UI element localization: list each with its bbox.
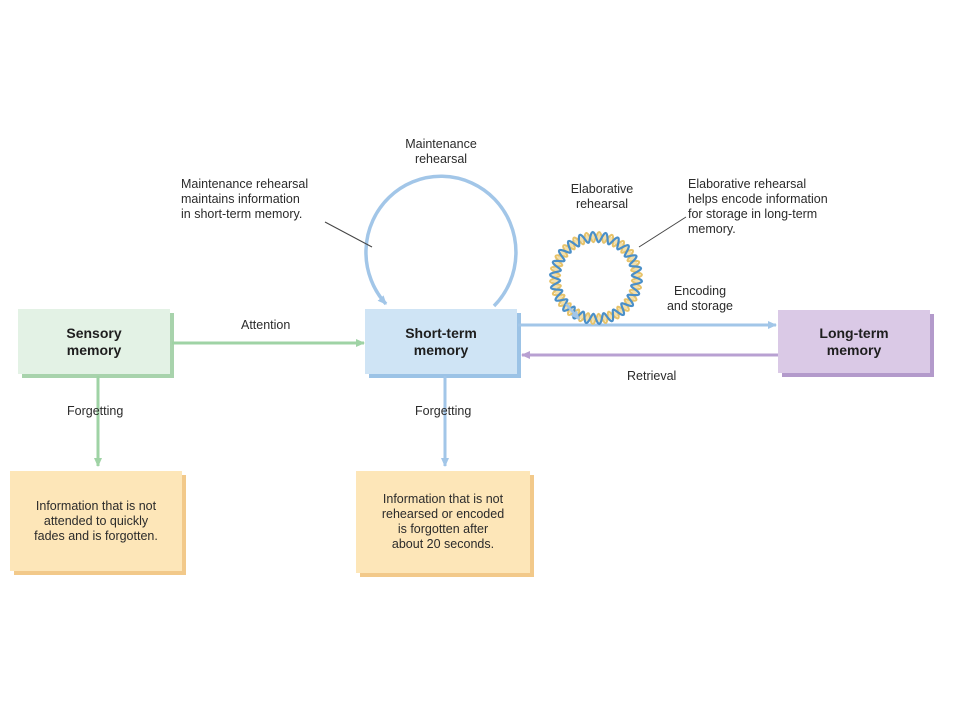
maintenance-note-line-2: maintains information — [181, 192, 300, 206]
elaborative-label-line-1: Elaborative — [570, 182, 634, 196]
retrieval-label: Retrieval — [627, 369, 677, 383]
maintenance-note-line-1: Maintenance rehearsal — [181, 177, 309, 191]
elaborative-inflow-arrow — [565, 303, 580, 320]
maintenance-label-line-2: rehearsal — [414, 152, 468, 166]
elaborative-leader-line — [638, 216, 687, 248]
long-term-memory-box: Long-term memory — [778, 310, 930, 373]
sensory-memory-title-2: memory — [66, 341, 122, 358]
forgetting-stm-label: Forgetting — [415, 404, 472, 418]
maintenance-note-line-3: in short-term memory. — [181, 207, 303, 221]
encoding-label-line-2: and storage — [666, 299, 734, 313]
encoding-label: Encoding and storage — [652, 284, 748, 314]
stm-outcome-line-4: about 20 seconds. — [391, 537, 495, 551]
sensory-memory-box: Sensory memory — [18, 309, 170, 374]
long-term-memory-title-2: memory — [826, 341, 882, 358]
maintenance-leader-line — [324, 221, 373, 248]
sensory-memory-title-1: Sensory — [66, 324, 122, 341]
elaborative-helix-ring — [548, 230, 644, 326]
elaborative-note: Elaborative rehearsal helps encode infor… — [688, 177, 828, 237]
short-term-memory-title-2: memory — [413, 341, 469, 358]
stm-outcome-line-3: is forgotten after — [397, 522, 489, 536]
maintenance-rehearsal-label: Maintenance rehearsal — [388, 137, 494, 167]
long-term-memory-title-1: Long-term — [819, 324, 889, 341]
short-term-memory-title-1: Short-term — [405, 324, 477, 341]
maintenance-loop-arrow — [364, 174, 518, 308]
elaborative-note-line-3: for storage in long-term — [688, 207, 818, 221]
attention-label: Attention — [241, 318, 291, 332]
maintenance-note: Maintenance rehearsal maintains informat… — [181, 177, 308, 222]
stm-outcome-line-2: rehearsed or encoded — [381, 507, 505, 521]
elaborative-note-line-1: Elaborative rehearsal — [688, 177, 807, 191]
elaborative-note-line-4: memory. — [688, 222, 736, 236]
sensory-outcome-line-2: attended to quickly — [43, 513, 149, 528]
forgetting-sensory-label: Forgetting — [67, 404, 124, 418]
elaborative-rehearsal-label: Elaborative rehearsal — [554, 182, 650, 212]
sensory-forgetting-outcome-box: Information that is not attended to quic… — [10, 471, 182, 571]
helix-blue-strand — [548, 230, 644, 326]
encoding-label-line-1: Encoding — [673, 284, 727, 298]
elaborative-note-line-2: helps encode information — [688, 192, 828, 206]
stm-forgetting-outcome-box: Information that is not rehearsed or enc… — [356, 471, 530, 573]
stm-outcome-line-1: Information that is not — [382, 492, 504, 506]
short-term-memory-box: Short-term memory — [365, 309, 517, 374]
sensory-outcome-line-1: Information that is not — [35, 498, 157, 513]
sensory-outcome-line-3: fades and is forgotten. — [34, 528, 158, 543]
maintenance-label-line-1: Maintenance — [405, 137, 477, 151]
elaborative-label-line-2: rehearsal — [575, 197, 629, 211]
